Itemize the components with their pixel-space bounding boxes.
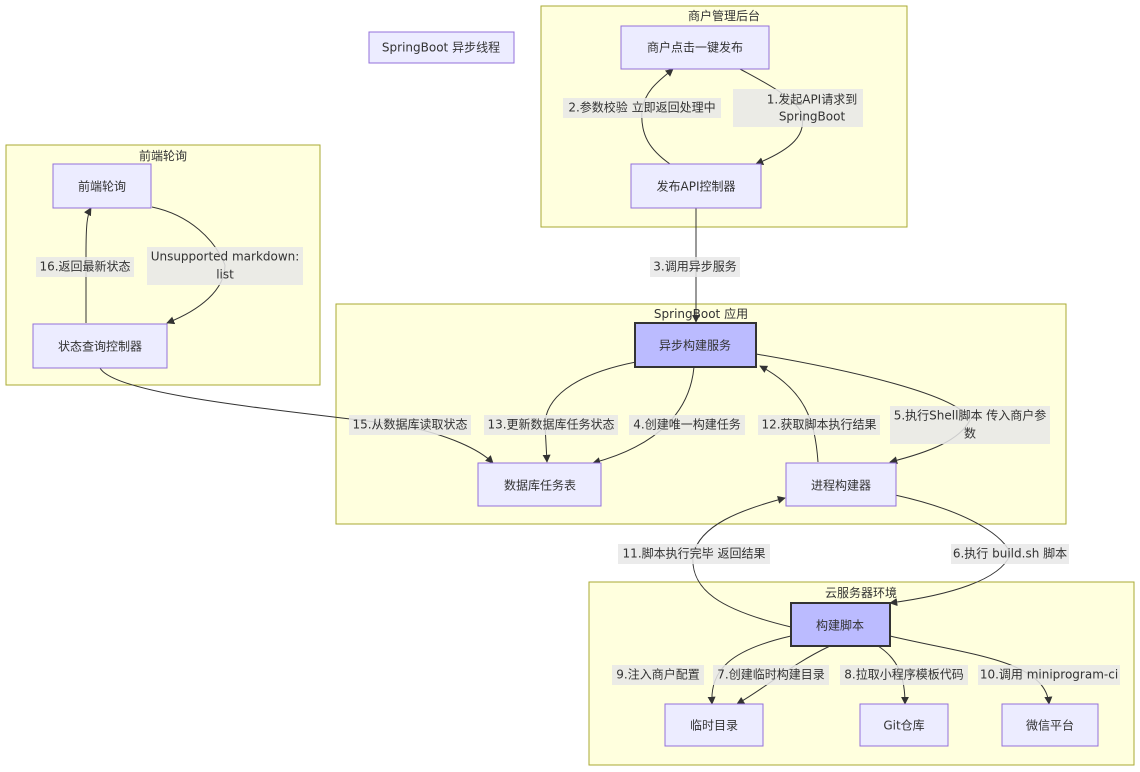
svg-text:SpringBoot: SpringBoot [779,110,846,124]
cluster-merchant-title: 商户管理后台 [688,8,760,23]
svg-text:8.拉取小程序模板代码: 8.拉取小程序模板代码 [844,667,963,682]
edge-label-1: 1.发起API请求到 SpringBoot [733,89,863,127]
svg-text:7.创建临时构建目录: 7.创建临时构建目录 [717,667,824,682]
node-frontend-poll: 前端轮询 [52,163,152,209]
edge-12 [759,365,819,463]
svg-text:list: list [216,268,234,282]
edge-label-2: 2.参数校验 立即返回处理中 [563,98,721,118]
node-async-service: 异步构建服务 [634,322,757,368]
edge-label-7: 7.创建临时构建目录 [713,665,829,685]
edge-label-10: 10.调用 miniprogram-ci [978,665,1120,685]
edge-label-12: 12.获取脚本执行结果 [758,415,880,435]
cluster-frontend-title: 前端轮询 [139,148,187,163]
svg-text:5.执行Shell脚本 传入商户参: 5.执行Shell脚本 传入商户参 [894,408,1047,423]
node-git-repo: Git仓库 [859,703,949,747]
node-publish-api: 发布API控制器 [630,163,762,209]
edge-16 [83,207,92,323]
edge-label-8: 8.拉取小程序模板代码 [840,665,968,685]
svg-text:11.脚本执行完毕 返回结果: 11.脚本执行完毕 返回结果 [623,546,766,561]
svg-text:SpringBoot 异步线程: SpringBoot 异步线程 [382,40,500,55]
svg-text:15.从数据库读取状态: 15.从数据库读取状态 [352,417,467,432]
svg-text:16.返回最新状态: 16.返回最新状态 [39,259,130,274]
node-merchant-click: 商户点击一键发布 [620,25,770,70]
node-db-table: 数据库任务表 [477,462,602,507]
svg-text:9.注入商户配置: 9.注入商户配置 [616,667,699,682]
svg-text:发布API控制器: 发布API控制器 [657,179,736,194]
svg-text:临时目录: 临时目录 [690,719,738,733]
svg-text:Git仓库: Git仓库 [883,718,924,733]
cluster-springboot-title: SpringBoot 应用 [654,306,748,321]
svg-text:13.更新数据库任务状态: 13.更新数据库任务状态 [487,417,614,432]
svg-text:进程构建器: 进程构建器 [811,478,871,493]
svg-text:数据库任务表: 数据库任务表 [504,478,576,493]
edge-10 [889,635,1053,705]
node-wechat: 微信平台 [1001,703,1099,747]
edge-label-16: 16.返回最新状态 [36,257,134,277]
svg-text:异步构建服务: 异步构建服务 [659,338,731,353]
svg-text:构建脚本: 构建脚本 [816,618,864,633]
edge-label-6: 6.执行 build.sh 脚本 [951,544,1069,564]
svg-text:状态查询控制器: 状态查询控制器 [58,340,142,354]
svg-text:6.执行 build.sh 脚本: 6.执行 build.sh 脚本 [953,546,1067,561]
svg-text:微信平台: 微信平台 [1026,718,1074,733]
node-legend: SpringBoot 异步线程 [368,31,515,64]
edge-9 [707,635,792,705]
edge-label-9: 9.注入商户配置 [612,665,704,685]
edge-label-11: 11.脚本执行完毕 返回结果 [618,544,770,564]
svg-text:前端轮询: 前端轮询 [78,179,126,194]
edge-label-5: 5.执行Shell脚本 传入商户参 数 [890,406,1050,444]
svg-text:12.获取脚本执行结果: 12.获取脚本执行结果 [761,417,876,432]
svg-text:4.创建唯一构建任务: 4.创建唯一构建任务 [633,417,740,432]
edge-label-3: 3.调用异步服务 [650,257,740,277]
edge-label-unsupported: Unsupported markdown: list [147,247,303,285]
cluster-cloud-title: 云服务器环境 [825,585,897,600]
svg-text:2.参数校验 立即返回处理中: 2.参数校验 立即返回处理中 [568,100,715,115]
svg-text:10.调用 miniprogram-ci: 10.调用 miniprogram-ci [980,668,1118,682]
svg-text:数: 数 [964,426,976,441]
nodes: SpringBoot 异步线程 商户点击一键发布 发布API控制器 前端轮询 状… [32,25,1099,747]
node-temp-dir: 临时目录 [664,703,764,747]
svg-text:Unsupported markdown:: Unsupported markdown: [151,250,300,264]
svg-text:1.发起API请求到: 1.发起API请求到 [767,92,857,107]
node-build-script: 构建脚本 [790,602,891,647]
edge-15 [99,367,494,464]
node-status-controller: 状态查询控制器 [32,323,168,369]
svg-text:3.调用异步服务: 3.调用异步服务 [653,259,736,274]
edge-label-13: 13.更新数据库任务状态 [484,415,618,435]
edge-labels: 1.发起API请求到 SpringBoot 2.参数校验 立即返回处理中 3.调… [36,89,1120,685]
edge-label-4: 4.创建唯一构建任务 [629,415,745,435]
svg-text:商户点击一键发布: 商户点击一键发布 [647,40,743,55]
node-process-builder: 进程构建器 [785,462,897,507]
edge-label-15: 15.从数据库读取状态 [349,415,471,435]
